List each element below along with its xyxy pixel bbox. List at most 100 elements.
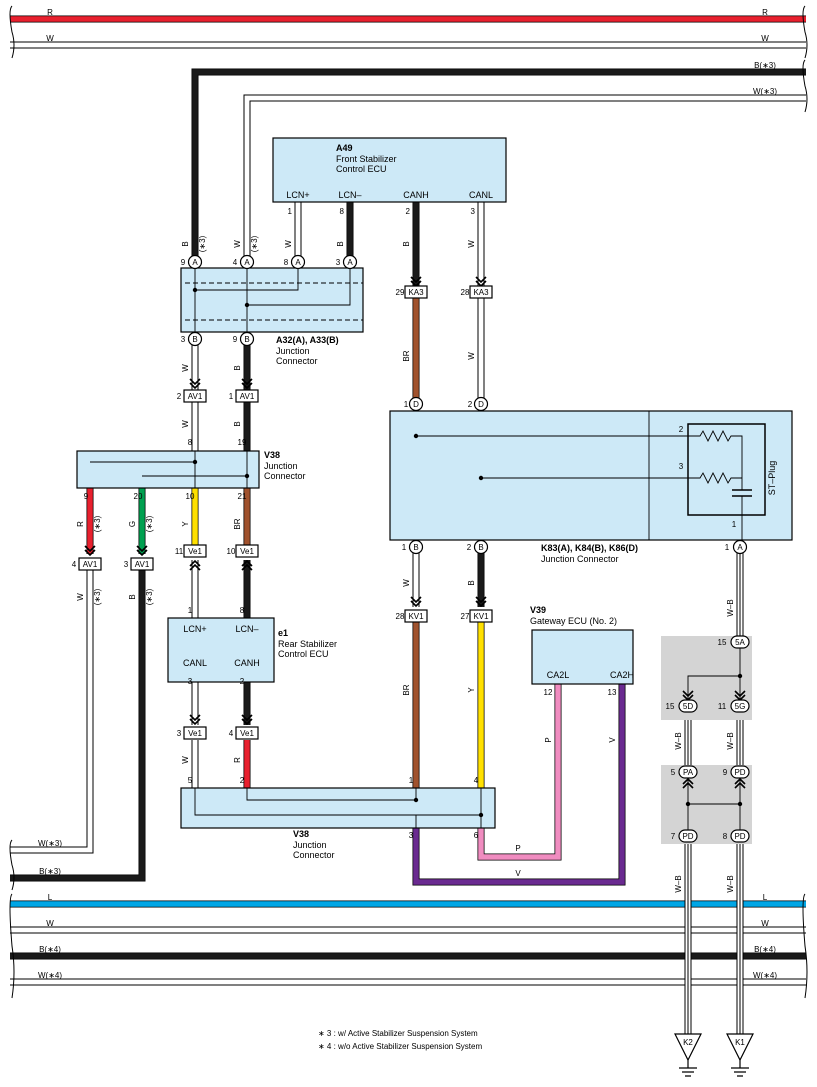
a32-name-line1: Junction	[276, 346, 310, 356]
break-left-top	[9, 5, 15, 59]
e1-pin-lcnp: LCN+	[183, 624, 206, 634]
e1-pin-canh: CANH	[234, 658, 260, 668]
code-b-a32-9: B	[181, 241, 190, 246]
conn-k83-a-1-code: A	[737, 543, 743, 552]
a32-labels: A32(A), A33(B) Junction Connector	[276, 335, 339, 366]
conn-ka3-29	[404, 285, 428, 299]
conn-kv1-28-code: KV1	[408, 612, 424, 621]
conn-k83-a-1	[732, 539, 748, 555]
pin-av1-3: 3	[124, 560, 129, 569]
bus-label-l-left: L	[48, 893, 53, 902]
conn-a32-b-3-code: B	[192, 335, 197, 344]
v38-bottom-name-line2: Connector	[293, 850, 335, 860]
break-right-top	[802, 5, 808, 59]
conn-5d-15	[678, 699, 698, 713]
code-y-v38: Y	[181, 521, 190, 527]
code-w-k84: W	[402, 579, 411, 587]
chev-ve1-10	[241, 559, 253, 571]
ground-k2-triangle	[674, 1033, 702, 1062]
pin-pd-7: 7	[671, 832, 676, 841]
k83-code: K83(A), K84(B), K86(D)	[541, 543, 638, 553]
pin-av1-2: 2	[177, 392, 182, 401]
pin-v38b-5: 5	[188, 776, 193, 785]
pin-a32-8: 8	[284, 258, 289, 267]
code-s3-a32-4: (∗3)	[250, 235, 259, 252]
code-w-canl: W	[467, 240, 476, 248]
bus-label-r-right: R	[762, 8, 768, 17]
conn-k84-b-1-code: B	[413, 543, 418, 552]
v38-top-junction-box	[76, 450, 260, 489]
pin-pa-5: 5	[671, 768, 676, 777]
chev-pa	[682, 777, 694, 789]
conn-a32-a-4-code: A	[244, 258, 250, 267]
pin-k83d-1: 1	[404, 400, 409, 409]
bus-label-b4-left: B(∗4)	[39, 945, 61, 954]
pin-v38b-1: 1	[409, 776, 414, 785]
a49-pin-8: 8	[340, 207, 345, 216]
v39-labels: V39 Gateway ECU (No. 2) CA2L CA2H	[530, 605, 634, 680]
conn-a32-a-3	[342, 254, 358, 270]
bus-label-l-right: L	[763, 893, 768, 902]
conn-av1-3	[130, 557, 154, 571]
pin-a32-4: 4	[233, 258, 238, 267]
pin-pd-9: 9	[723, 768, 728, 777]
chev-kv1-27	[475, 596, 487, 608]
conn-pd-7	[678, 829, 698, 843]
v38-top-labels: V38 Junction Connector	[264, 450, 306, 481]
bus-w3-top-core	[244, 95, 806, 262]
code-s3-r-v38: (∗3)	[93, 515, 102, 532]
pin-k84b-1: 1	[402, 543, 407, 552]
a49-name-line1: Front Stabilizer	[336, 154, 397, 164]
pin-a32b-9: 9	[233, 335, 238, 344]
pin-v38b-2: 2	[240, 776, 245, 785]
v38-bottom-labels: V38 Junction Connector	[293, 829, 335, 860]
pin-v38-21: 21	[238, 492, 247, 501]
conn-ve1-11	[183, 544, 207, 558]
conn-kv1-28	[404, 609, 428, 623]
ground-k1-triangle	[726, 1033, 754, 1062]
chev-pd-9	[734, 777, 746, 789]
code-p-horizontal: P	[515, 844, 520, 853]
pin-a32b-3: 3	[181, 335, 186, 344]
chev-ve1-4	[241, 714, 253, 726]
a49-pin-canh-name: CANH	[403, 190, 429, 200]
conn-ve1-3-code: Ve1	[188, 729, 202, 738]
v39-pin-ca2h: CA2H	[610, 670, 634, 680]
chev-kv1-28	[410, 596, 422, 608]
conn-ve1-4-code: Ve1	[240, 729, 254, 738]
pin-e1-2: 2	[240, 677, 245, 686]
pin-v38b-3: 3	[409, 831, 414, 840]
pin-v39-13: 13	[608, 688, 617, 697]
conn-ve1-11-code: Ve1	[188, 547, 202, 556]
st-plug-label: ST–Plug	[767, 461, 777, 496]
code-wb-5d: W–B	[674, 732, 683, 749]
a49-pin-1: 1	[288, 207, 293, 216]
bus-label-w3-top: W(∗3)	[753, 87, 777, 96]
pin-ve1-1: 1	[188, 606, 193, 615]
bus-label-w-right: W	[761, 34, 769, 43]
conn-a32-a-4	[239, 254, 255, 270]
conn-a32-a-8-code: A	[295, 258, 301, 267]
e1-name-line1: Rear Stabilizer	[278, 639, 337, 649]
pin-v38-20: 20	[134, 492, 143, 501]
ground-k2-code: K2	[683, 1038, 693, 1047]
conn-a32-b-3	[187, 331, 203, 347]
pin-ve1-4: 4	[229, 729, 234, 738]
code-br-ka3: BR	[402, 350, 411, 361]
pin-kv1-27: 27	[461, 612, 470, 621]
pin-ve1-11: 11	[175, 547, 184, 556]
pin-av1-4: 4	[72, 560, 77, 569]
footnotes: ∗ 3 : w/ Active Stabilizer Suspension Sy…	[318, 1029, 482, 1051]
conn-5a-15	[730, 635, 750, 649]
pin-stplug-3: 3	[679, 462, 684, 471]
conn-a32-b-9-code: B	[244, 335, 249, 344]
code-y-kv1: Y	[467, 687, 476, 693]
v38-bottom-code: V38	[293, 829, 309, 839]
code-w-ka3: W	[467, 352, 476, 360]
pin-av1-1: 1	[229, 392, 234, 401]
conn-ka3-29-code: KA3	[408, 288, 424, 297]
wire-av1-w3-left	[10, 570, 94, 854]
v38-top-code: V38	[264, 450, 280, 460]
